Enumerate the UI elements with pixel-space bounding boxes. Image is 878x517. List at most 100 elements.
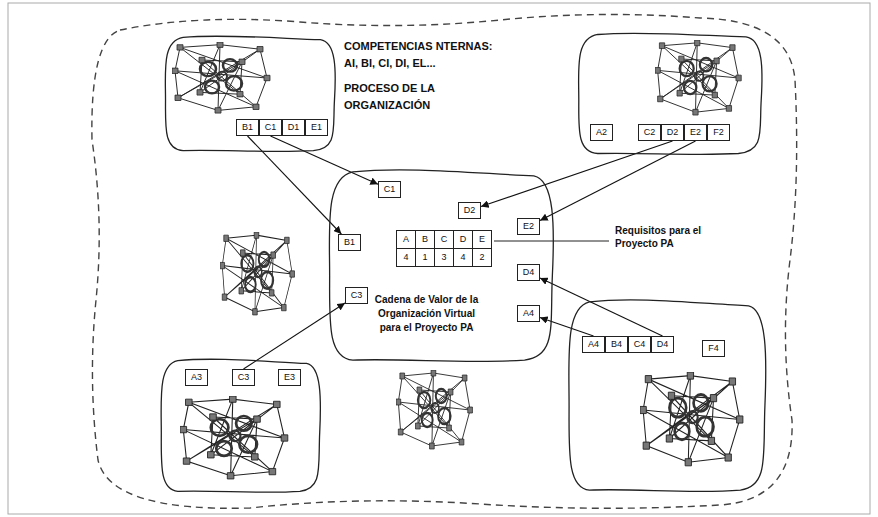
competence-box: C2 bbox=[638, 124, 661, 141]
box-label: C3 bbox=[351, 290, 363, 300]
box-label: E3 bbox=[284, 372, 295, 382]
box-label: C2 bbox=[644, 127, 656, 137]
box-label: D4 bbox=[523, 267, 535, 277]
competence-box: E2 bbox=[684, 124, 707, 141]
cell-text: 3 bbox=[441, 252, 446, 262]
transfer-arrow bbox=[481, 141, 673, 207]
table-cell: E bbox=[472, 230, 492, 249]
competence-box: F2 bbox=[707, 124, 730, 141]
competence-box: B4 bbox=[605, 336, 628, 353]
process-outline-path bbox=[329, 170, 553, 362]
leader-line bbox=[494, 241, 609, 242]
competence-box: F4 bbox=[702, 340, 725, 357]
table-cell: C bbox=[434, 230, 454, 249]
organization-process: A4 B4 C4 D4 F4 bbox=[565, 298, 769, 494]
box-label: C1 bbox=[265, 122, 277, 132]
transfer-arrow bbox=[271, 136, 379, 184]
table-cell: 1 bbox=[415, 248, 435, 267]
box-label: A4 bbox=[588, 339, 599, 349]
table-cell: A bbox=[396, 230, 416, 249]
competence-box: D1 bbox=[282, 119, 305, 136]
competence-box: E2 bbox=[517, 218, 540, 235]
box-label: C3 bbox=[238, 372, 250, 382]
box-label: B1 bbox=[242, 122, 253, 132]
box-label: E2 bbox=[690, 127, 701, 137]
cell-text: 4 bbox=[460, 252, 465, 262]
box-label: E1 bbox=[311, 122, 322, 132]
competence-box: C1 bbox=[378, 181, 401, 198]
table-cell: 3 bbox=[434, 248, 454, 267]
competence-box: B1 bbox=[236, 119, 259, 136]
competence-box: C1 bbox=[259, 119, 282, 136]
competence-box: E1 bbox=[305, 119, 328, 136]
cell-text: D bbox=[460, 234, 467, 244]
competence-box: D2 bbox=[458, 202, 481, 219]
competence-box: A4 bbox=[517, 305, 540, 322]
virtual-organization-boundary bbox=[92, 14, 797, 508]
competence-box: D4 bbox=[651, 336, 674, 353]
competence-box: D2 bbox=[661, 124, 684, 141]
box-label: D2 bbox=[464, 205, 476, 215]
process-outline-path bbox=[579, 33, 762, 154]
annotation: Requisitos para el Proyecto PA bbox=[615, 224, 725, 250]
table-cell: D bbox=[453, 230, 473, 249]
annotation-text: Requisitos para el Proyecto PA bbox=[615, 224, 725, 250]
connector-group bbox=[244, 136, 696, 369]
box-label: A2 bbox=[596, 127, 607, 137]
competence-box: E3 bbox=[278, 369, 301, 386]
caption-text: Cadena de Valor de la Organización Virtu… bbox=[369, 293, 484, 335]
transfer-arrow bbox=[540, 317, 594, 336]
box-label: D2 bbox=[667, 127, 679, 137]
process-outline bbox=[565, 298, 769, 494]
cell-text: A bbox=[403, 234, 409, 244]
competence-box: C3 bbox=[345, 287, 368, 304]
transfer-arrow bbox=[540, 278, 663, 336]
network-graph bbox=[396, 370, 472, 449]
box-label: D4 bbox=[657, 339, 669, 349]
table-cell: 2 bbox=[472, 248, 492, 267]
box-label: B1 bbox=[344, 237, 355, 247]
process-outline-path bbox=[569, 300, 766, 492]
box-label: D1 bbox=[288, 122, 300, 132]
network-graph bbox=[655, 40, 741, 115]
competence-box: C3 bbox=[232, 369, 255, 386]
network-graph bbox=[220, 232, 294, 315]
text-holder: PROCESO DE LA ORGANIZACIÓN bbox=[344, 80, 474, 114]
box-label: F2 bbox=[713, 127, 724, 137]
box-label: E2 bbox=[523, 221, 534, 231]
box-label: C1 bbox=[384, 184, 396, 194]
process-outline-path bbox=[161, 359, 320, 492]
competence-box: D4 bbox=[517, 264, 540, 281]
competence-box: A4 bbox=[582, 336, 605, 353]
box-label: F4 bbox=[708, 343, 719, 353]
cell-text: 1 bbox=[422, 252, 427, 262]
organization-process: A3 C3 E3 bbox=[158, 358, 323, 494]
table-cell: B bbox=[415, 230, 435, 249]
competence-box: B1 bbox=[338, 234, 361, 251]
organization-process: A2 C2 D2 E2 F2 bbox=[575, 32, 765, 156]
box-label: C4 bbox=[634, 339, 646, 349]
cell-text: B bbox=[422, 234, 428, 244]
network-graph bbox=[172, 42, 270, 113]
cell-text: 2 bbox=[479, 252, 484, 262]
text-holder: Cadena de Valor de la Organización Virtu… bbox=[369, 293, 484, 335]
page-frame bbox=[8, 3, 870, 514]
cell-text: C bbox=[441, 234, 448, 244]
competence-box: C4 bbox=[628, 336, 651, 353]
competence-box: A3 bbox=[185, 369, 208, 386]
process-outline-path bbox=[165, 36, 335, 151]
cell-text: E bbox=[479, 234, 485, 244]
box-label: A3 bbox=[191, 372, 202, 382]
text-holder: COMPETENCIAS NTERNAS: AI, BI, CI, DI, EL… bbox=[344, 38, 500, 72]
heading-text: COMPETENCIAS NTERNAS: AI, BI, CI, DI, EL… bbox=[344, 38, 500, 72]
competence-box: A2 bbox=[590, 124, 613, 141]
cell-text: 4 bbox=[403, 252, 408, 262]
box-label: A4 bbox=[523, 308, 534, 318]
network-graph bbox=[180, 396, 288, 479]
organization-process: COMPETENCIAS NTERNAS: AI, BI, CI, DI, EL… bbox=[162, 35, 338, 153]
heading-text: PROCESO DE LA ORGANIZACIÓN bbox=[344, 80, 474, 114]
table-cell: 4 bbox=[453, 248, 473, 267]
table-cell: 4 bbox=[396, 248, 416, 267]
